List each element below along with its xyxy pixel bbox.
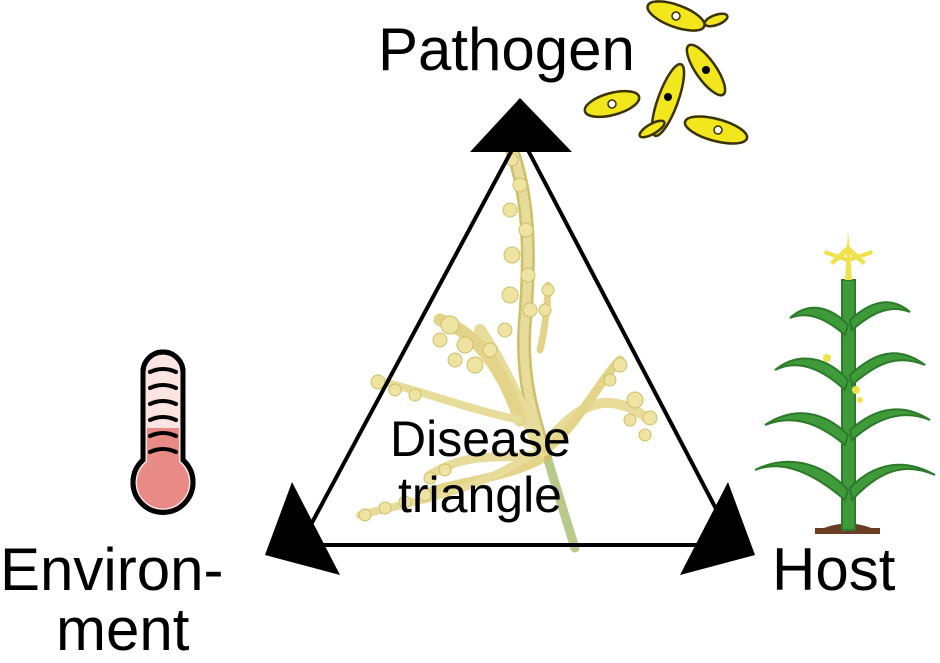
- thermometer-icon: [130, 349, 196, 515]
- environment-label-line1: Environ-: [0, 536, 224, 603]
- pathogen-label: Pathogen: [378, 16, 635, 83]
- arrowhead-top: [470, 98, 572, 152]
- host-label: Host: [772, 536, 896, 603]
- fungal-spores-icon: [583, 0, 749, 145]
- disease-triangle: [265, 98, 755, 575]
- tassel-branch: [540, 397, 655, 450]
- tassel-branch: [371, 376, 524, 424]
- triangle-edge-left: [298, 134, 522, 546]
- corn-plant-icon: [754, 230, 936, 534]
- arrowhead-left: [265, 482, 340, 575]
- center-label-line1: Disease: [390, 411, 571, 467]
- center-label-line2: triangle: [398, 467, 562, 523]
- environment-label-line2: ment: [56, 596, 190, 663]
- arrowhead-right: [680, 482, 755, 575]
- triangle-edge-right: [518, 134, 737, 546]
